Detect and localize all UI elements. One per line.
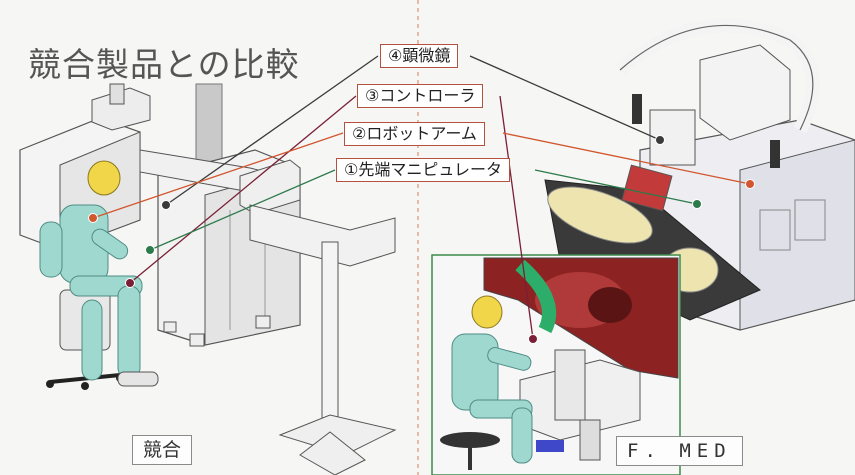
caption-fmed: F. MED — [616, 436, 743, 466]
marker-microscope-right — [655, 135, 665, 145]
caption-competitor: 競合 — [132, 435, 193, 465]
label-manipulator: ①先端マニピュレータ — [336, 158, 511, 182]
page-title: 競合製品との比較 — [28, 45, 300, 84]
marker-manipulator-right — [692, 199, 702, 209]
marker-microscope-left — [161, 200, 171, 210]
marker-robot-arm-left — [88, 213, 98, 223]
marker-controller-left — [125, 278, 135, 288]
marker-manipulator-left — [145, 245, 155, 255]
label-microscope: ④顕微鏡 — [380, 44, 459, 68]
fmed-system — [431, 18, 855, 475]
label-robot-arm: ②ロボットアーム — [344, 122, 485, 146]
label-controller: ③コントローラ — [357, 84, 484, 108]
marker-robot-arm-right — [745, 179, 755, 189]
competitor-system — [19, 83, 397, 475]
marker-controller-right — [528, 334, 538, 344]
leader-lines — [88, 55, 755, 344]
